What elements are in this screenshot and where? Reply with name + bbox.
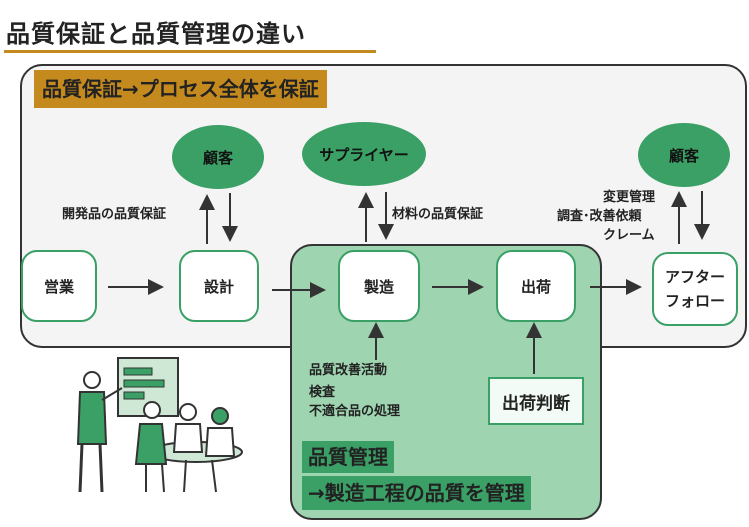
page-title: 品質保証と品質管理の違い: [6, 20, 306, 48]
change-mgmt-line2: 調査･改善依頼: [557, 209, 642, 224]
supplier-node: サプライヤー: [302, 122, 426, 186]
dev-quality-annotation: 開発品の品質保証: [62, 207, 167, 222]
qc-activity-line1: 品質改善活動: [309, 363, 388, 378]
design-node: 設計: [179, 250, 259, 322]
quality-control-sublabel: →製造工程の品質を管理: [302, 476, 531, 510]
change-mgmt-line1: 変更管理: [603, 190, 656, 205]
meeting-illustration: [76, 357, 243, 493]
change-mgmt-line3: クレーム: [603, 228, 655, 243]
shipping-judgment-box: 出荷判断: [488, 377, 584, 425]
qc-activity-line3: 不適合品の処理: [309, 404, 401, 419]
manufacturing-node: 製造: [338, 250, 420, 322]
aftercare-node: アフター フォロー: [652, 252, 738, 326]
quality-assurance-label: 品質保証→プロセス全体を保証: [34, 70, 327, 108]
customer-node-right: 顧客: [638, 123, 730, 187]
quality-control-label: 品質管理: [302, 441, 394, 473]
material-quality-annotation: 材料の品質保証: [392, 207, 484, 222]
aftercare-line1: アフター: [664, 268, 725, 286]
sales-node: 営業: [21, 250, 97, 322]
customer-node-left: 顧客: [172, 125, 264, 189]
title-underline: [4, 50, 376, 53]
qc-activity-line2: 検査: [309, 385, 336, 400]
shipping-node: 出荷: [496, 250, 576, 322]
aftercare-line2: フォロー: [664, 292, 725, 310]
